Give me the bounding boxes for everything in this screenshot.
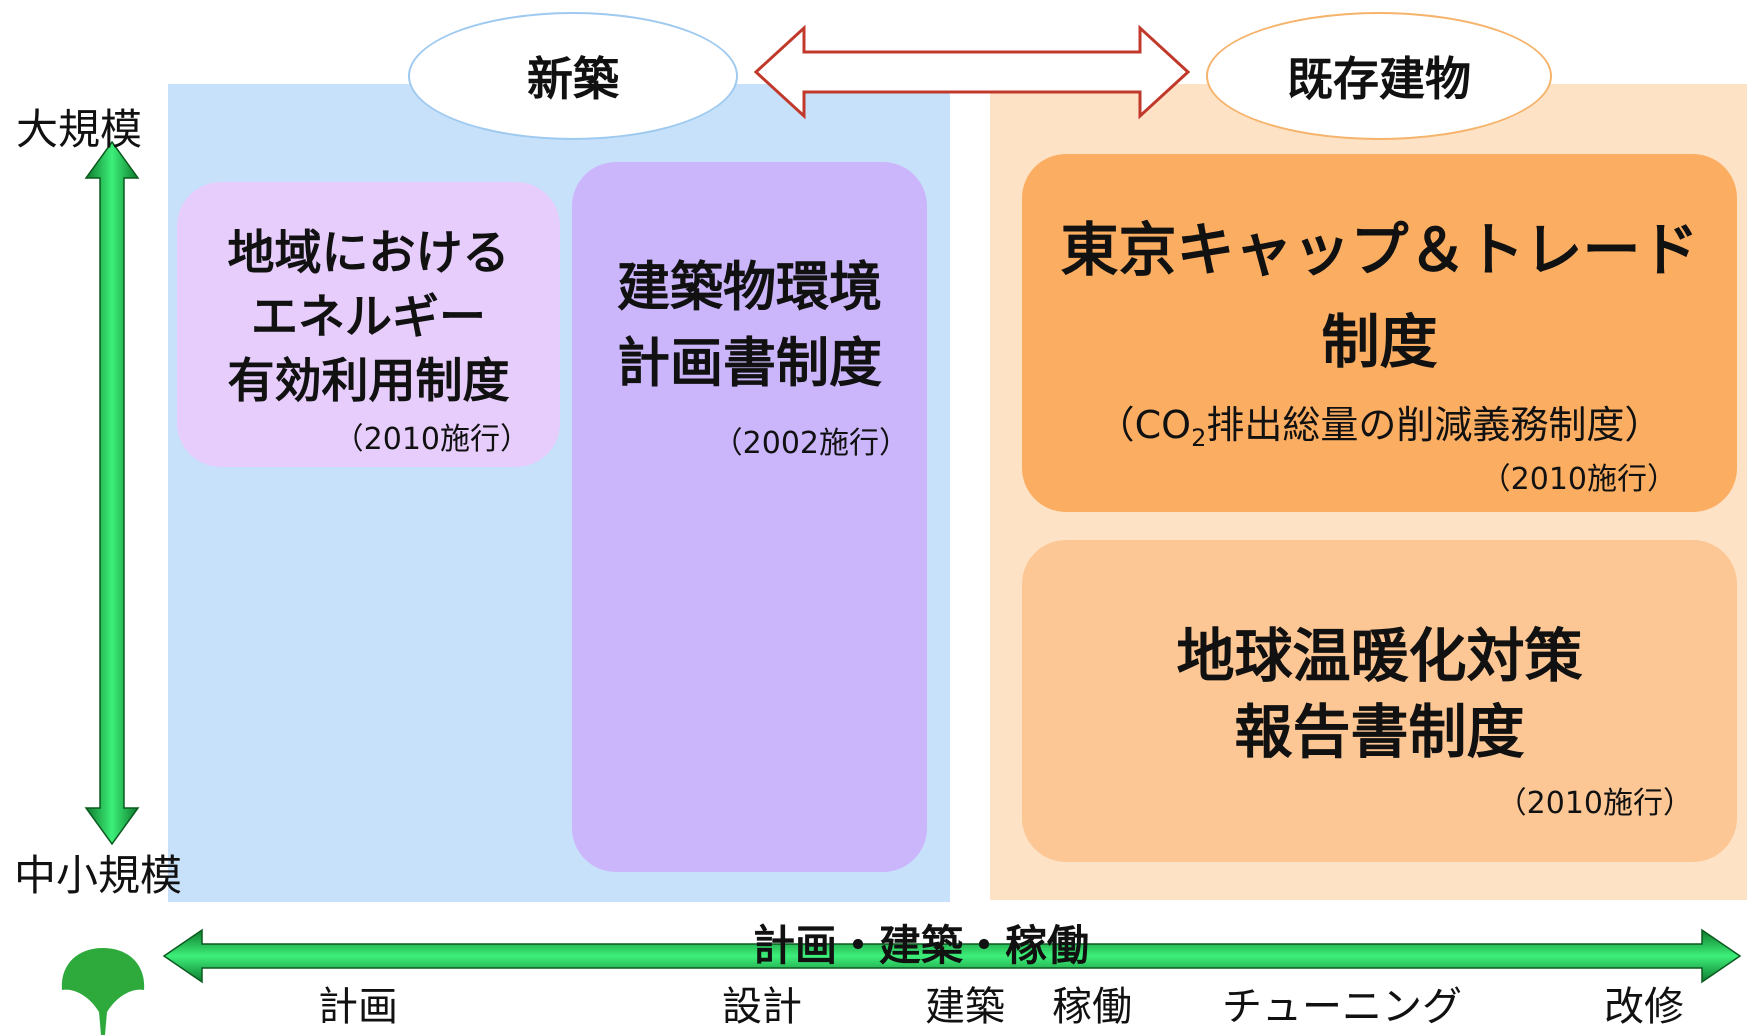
vertical-arrow-icon [84, 140, 140, 846]
title-line: エネルギー [251, 290, 486, 345]
existing-buildings-text: 既存建物 [1287, 52, 1471, 106]
title-line: 東京キャップ＆トレード [1060, 216, 1699, 284]
enactment-year: （2002施行） [712, 426, 909, 461]
global-warming-report-program: 地球温暖化対策 報告書制度 （2010施行） [1022, 540, 1737, 862]
phase-label: チューニング [1222, 984, 1462, 1030]
scale-large-label: 大規模 [16, 105, 143, 154]
energy-utilization-program: 地域における エネルギー 有効利用制度 （2010施行） [177, 182, 560, 467]
title-line: 地域における [227, 226, 510, 281]
title-line: 計画書制度 [617, 333, 882, 394]
enactment-year: （2010施行） [1496, 786, 1693, 821]
cap-and-trade-program: 東京キャップ＆トレード 制度 （CO2排出総量の削減義務制度） （2010施行） [1022, 154, 1737, 512]
title-line: 報告書制度 [1234, 698, 1525, 766]
phase-label: 建築 [925, 984, 1005, 1030]
enactment-year: （2010施行） [1480, 462, 1677, 497]
plan-program-title: 建築物環境 計画書制度 [572, 250, 927, 402]
phase-label: 設計 [722, 984, 802, 1030]
title-line: 地球温暖化対策 [1176, 622, 1583, 690]
report-program-title: 地球温暖化対策 報告書制度 [1022, 618, 1737, 770]
enactment-year: （2010施行） [333, 422, 530, 457]
new-construction-text: 新築 [527, 52, 619, 106]
note-subscript: 2 [1191, 424, 1207, 452]
timeline-title: 計画・建築・稼働 [753, 921, 1090, 970]
note-text: 排出総量の削減義務制度） [1206, 403, 1663, 447]
double-arrow-icon [753, 24, 1191, 120]
cap-trade-note: （CO2排出総量の削減義務制度） [1022, 394, 1737, 452]
phase-label: 稼働 [1052, 984, 1132, 1030]
tokyo-ginkgo-logo-icon [61, 948, 145, 1035]
cap-trade-title: 東京キャップ＆トレード 制度 [1022, 204, 1737, 388]
phase-label: 改修 [1604, 984, 1684, 1030]
environmental-plan-program: 建築物環境 計画書制度 （2002施行） [572, 162, 927, 872]
phase-label: 計画 [318, 984, 398, 1030]
note-text: （CO [1096, 403, 1192, 447]
new-construction-label: 新築 [408, 12, 738, 140]
title-line: 建築物環境 [617, 257, 882, 318]
title-line: 制度 [1321, 308, 1438, 376]
scale-small-label: 中小規模 [14, 851, 183, 900]
energy-program-title: 地域における エネルギー 有効利用制度 [177, 222, 560, 414]
horizontal-arrow-icon [162, 928, 1742, 984]
title-line: 有効利用制度 [227, 354, 510, 409]
existing-buildings-label: 既存建物 [1206, 12, 1552, 140]
